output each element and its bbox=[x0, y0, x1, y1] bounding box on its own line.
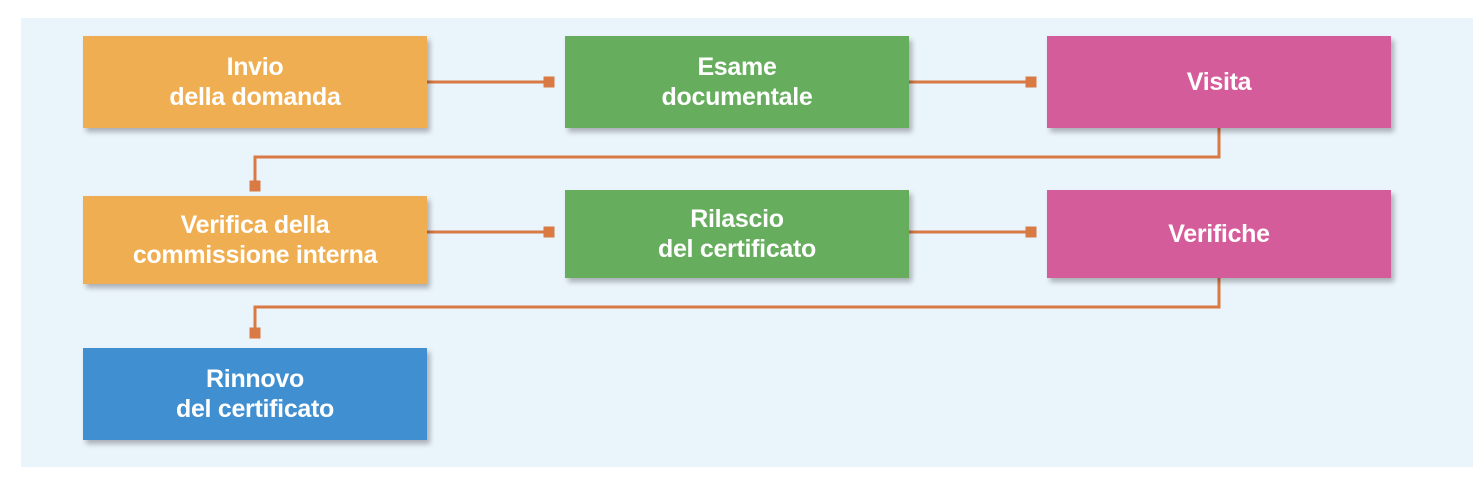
step-label: Visita bbox=[1186, 68, 1252, 96]
step-label: Invio della domanda bbox=[169, 53, 341, 111]
step-label: Rilascio del certificato bbox=[657, 205, 817, 263]
step-label: Verifiche bbox=[1168, 220, 1270, 248]
step-invio-della-domanda: Invio della domanda bbox=[83, 36, 427, 128]
step-visita: Visita bbox=[1047, 36, 1391, 128]
step-verifica-commissione-interna: Verifica della commissione interna bbox=[83, 196, 427, 284]
step-rinnovo-del-certificato: Rinnovo del certificato bbox=[83, 348, 427, 440]
step-label: Rinnovo del certificato bbox=[175, 365, 335, 423]
step-esame-documentale: Esame documentale bbox=[565, 36, 909, 128]
step-label: Esame documentale bbox=[661, 53, 813, 111]
step-rilascio-del-certificato: Rilascio del certificato bbox=[565, 190, 909, 278]
step-label: Verifica della commissione interna bbox=[132, 211, 378, 269]
step-verifiche: Verifiche bbox=[1047, 190, 1391, 278]
